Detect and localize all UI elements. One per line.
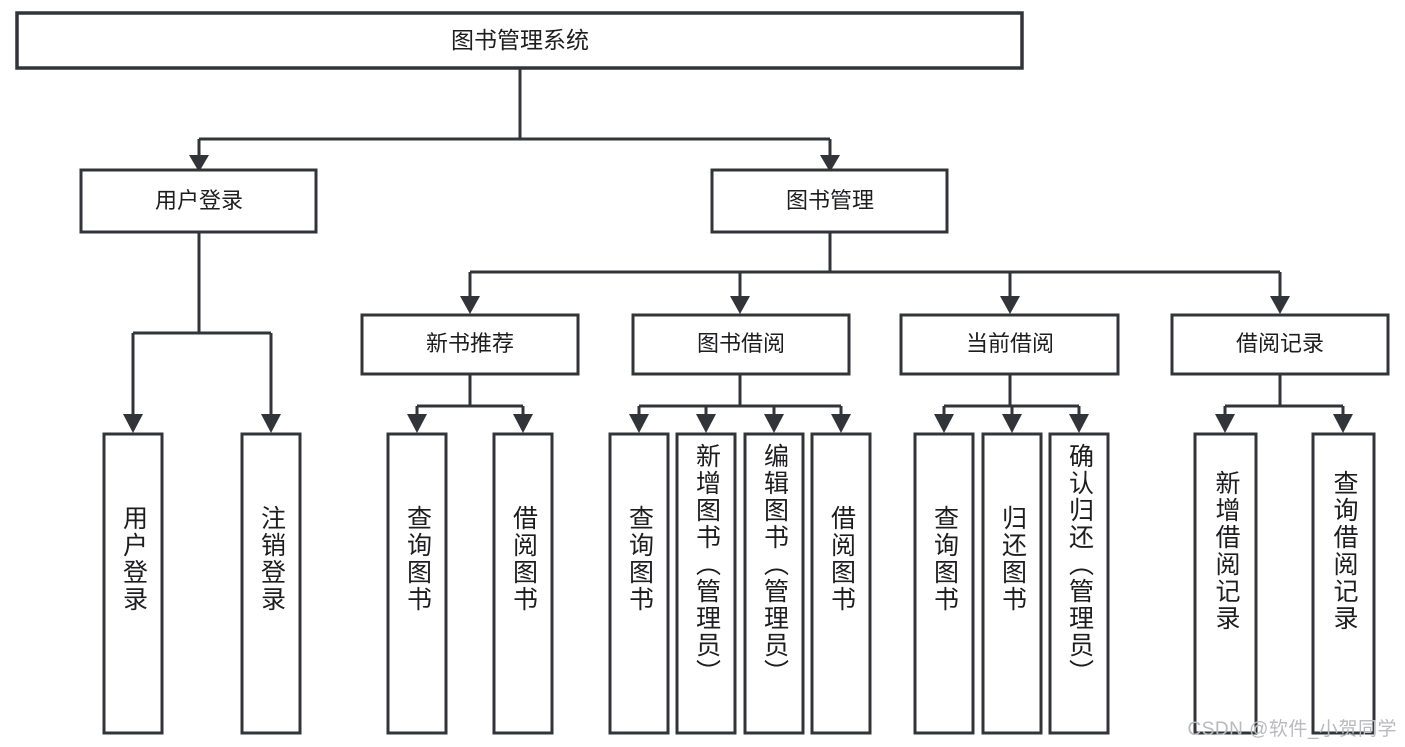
node-current-borrow[interactable]: 当前借阅 <box>899 313 1120 376</box>
arrow-book-borrow-leaf-3 <box>764 414 784 433</box>
node-box-leaf-new-book-1[interactable] <box>386 432 448 735</box>
node-label-current-borrow: 当前借阅 <box>966 331 1054 356</box>
node-box-leaf-current-borrow-1[interactable] <box>913 432 975 735</box>
node-box-leaf-book-borrow-2[interactable] <box>675 432 737 735</box>
node-label-new-book-recommend: 新书推荐 <box>426 331 514 356</box>
node-book-manage[interactable]: 图书管理 <box>710 168 949 234</box>
node-box-borrow-record[interactable] <box>1170 313 1390 376</box>
arrow-book-borrow-leaf-1 <box>629 414 649 433</box>
node-root-book-system[interactable]: 图书管理系统 <box>15 11 1024 70</box>
arrow-user-login-leaf-1 <box>123 414 143 433</box>
arrow-to-book-borrow <box>730 296 750 314</box>
arrow-root-to-book-manage <box>820 155 840 172</box>
node-label-root: 图书管理系统 <box>451 27 589 53</box>
arrow-root-to-user-login <box>189 155 209 172</box>
arrow-new-book-leaf-1 <box>407 414 427 433</box>
node-new-book-recommend[interactable]: 新书推荐 <box>360 313 580 376</box>
node-box-leaf-book-borrow-4[interactable] <box>810 432 872 735</box>
nodes-layer: 图书管理系统 用户登录 图书管理 新书推荐 图书借阅 <box>15 11 1390 735</box>
arrow-book-borrow-leaf-4 <box>831 414 851 433</box>
arrow-current-borrow-leaf-2 <box>1002 414 1022 433</box>
node-box-leaf-user-login-1[interactable] <box>102 432 164 735</box>
node-label-book-borrow: 图书借阅 <box>697 331 785 356</box>
node-box-book-manage[interactable] <box>710 168 949 234</box>
node-label-user-login: 用户登录 <box>155 188 243 213</box>
node-box-new-book-recommend[interactable] <box>360 313 580 376</box>
node-box-leaf-book-borrow-3[interactable] <box>743 432 805 735</box>
node-box-root[interactable] <box>15 11 1024 70</box>
node-box-leaf-user-login-2[interactable] <box>240 432 302 735</box>
node-box-user-login[interactable] <box>79 168 318 234</box>
node-box-leaf-new-book-2[interactable] <box>492 432 554 735</box>
arrow-new-book-leaf-2 <box>513 414 533 433</box>
node-box-leaf-borrow-record-1[interactable] <box>1193 432 1258 735</box>
node-box-leaf-book-borrow-1[interactable] <box>608 432 670 735</box>
arrow-to-current-borrow <box>1000 296 1020 314</box>
node-user-login[interactable]: 用户登录 <box>79 168 318 234</box>
node-box-leaf-borrow-record-2[interactable] <box>1311 432 1376 735</box>
arrow-current-borrow-leaf-3 <box>1069 414 1089 433</box>
arrow-to-borrow-record <box>1270 296 1290 314</box>
node-label-borrow-record: 借阅记录 <box>1236 331 1324 356</box>
watermark-text: CSDN @软件_小贺同学 <box>1187 719 1397 740</box>
node-book-borrow[interactable]: 图书借阅 <box>631 313 851 376</box>
node-box-leaf-current-borrow-3[interactable] <box>1048 432 1110 735</box>
node-borrow-record[interactable]: 借阅记录 <box>1170 313 1390 376</box>
arrow-borrow-record-leaf-2 <box>1333 414 1353 433</box>
node-label-book-manage: 图书管理 <box>786 188 874 213</box>
node-box-current-borrow[interactable] <box>899 313 1120 376</box>
arrow-borrow-record-leaf-1 <box>1215 414 1235 433</box>
edges-layer <box>123 68 1353 433</box>
node-box-leaf-current-borrow-2[interactable] <box>981 432 1043 735</box>
arrow-user-login-leaf-2 <box>261 414 281 433</box>
arrow-current-borrow-leaf-1 <box>934 414 954 433</box>
arrow-book-borrow-leaf-2 <box>696 414 716 433</box>
node-box-book-borrow[interactable] <box>631 313 851 376</box>
arrow-to-new-book-recommend <box>460 296 480 314</box>
